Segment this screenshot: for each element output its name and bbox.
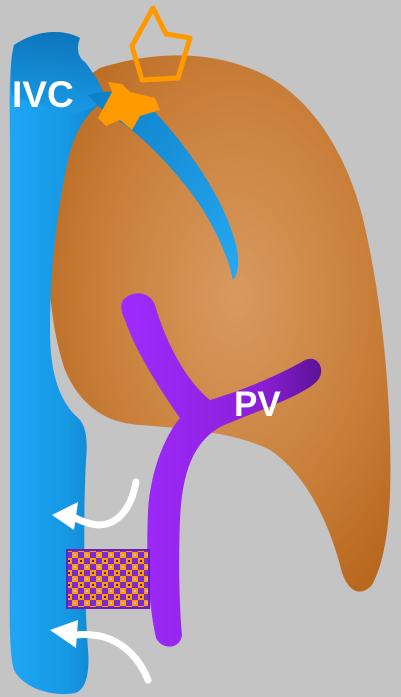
ivc-label: IVC [12, 74, 74, 115]
checkered-stent-icon [67, 550, 149, 608]
pv-label: PV [234, 385, 281, 424]
liver-shape [48, 55, 391, 591]
